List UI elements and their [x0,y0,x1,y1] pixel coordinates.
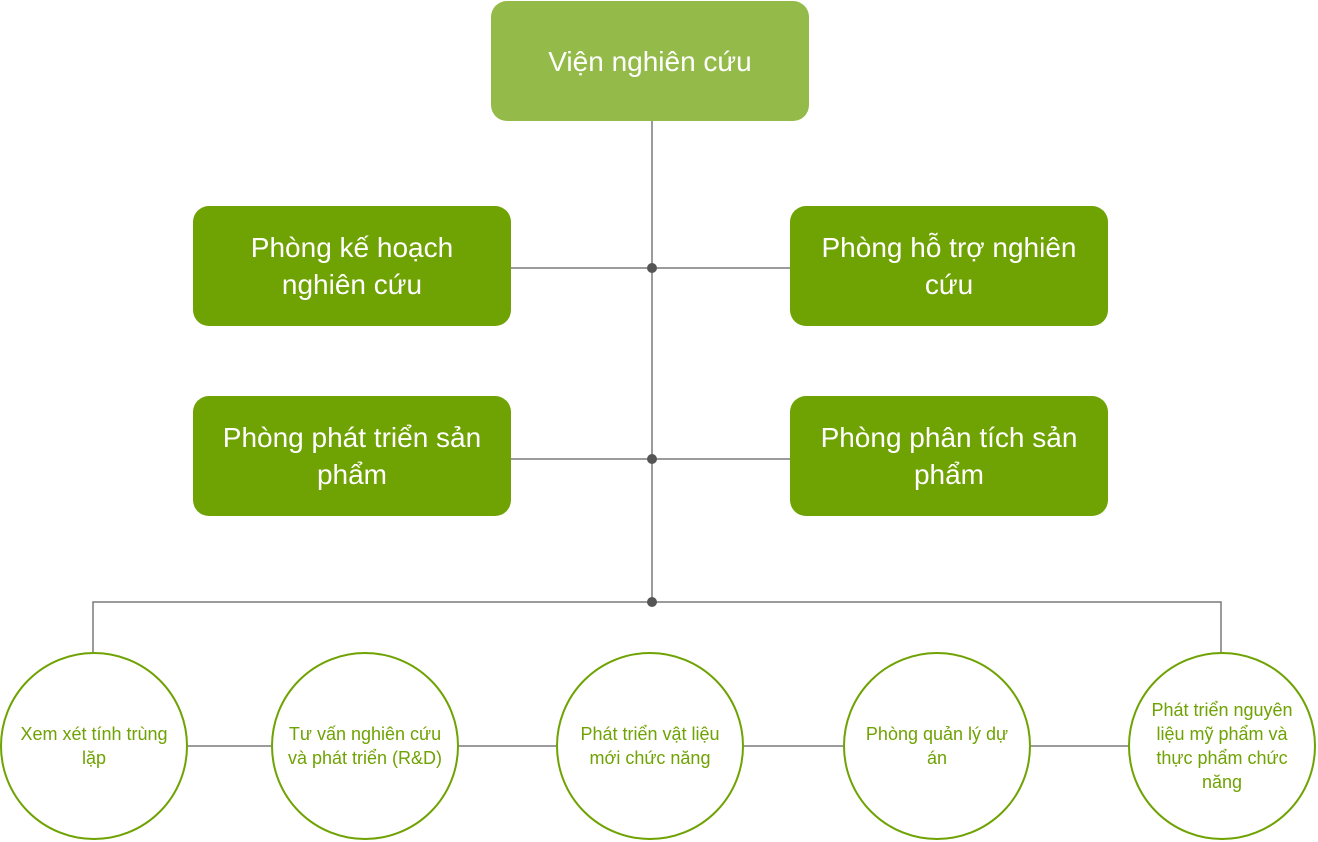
root-node-label: Viện nghiên cứu [548,45,752,77]
function-node-duplication-review: Xem xét tính trùng lặp [0,652,188,840]
root-node-research-institute: Viện nghiên cứu [491,1,809,121]
department-node-product-development: Phòng phát triển sản phẩm [193,396,511,516]
department-node-research-planning: Phòng kế hoạch nghiên cứu [193,206,511,326]
junction-dot-bottom [647,597,657,607]
function-node-label: Phòng quản lý dự án [865,724,1009,768]
department-node-research-support: Phòng hỗ trợ nghiên cứu [790,206,1108,326]
junction-dot-row-2 [647,454,657,464]
department-node-label: Phòng kế hoạch nghiên cứu [250,232,454,300]
department-node-label: Phòng phân tích sản phẩm [820,422,1078,490]
bottom-bracket-line [92,601,1222,654]
department-node-product-analysis: Phòng phân tích sản phẩm [790,396,1108,516]
junction-dot-row-1 [647,263,657,273]
function-node-label: Tư vấn nghiên cứu và phát triển (R&D) [287,724,443,768]
function-node-label: Xem xét tính trùng lặp [20,724,168,768]
department-node-label: Phòng phát triển sản phẩm [222,422,482,490]
function-node-project-management: Phòng quản lý dự án [843,652,1031,840]
department-node-label: Phòng hỗ trợ nghiên cứu [821,232,1077,300]
function-node-new-materials: Phát triển vật liệu mới chức năng [556,652,744,840]
function-node-label: Phát triển nguyên liệu mỹ phẩm và thực p… [1151,700,1293,792]
function-node-label: Phát triển vật liệu mới chức năng [580,724,720,768]
function-node-rd-consulting: Tư vấn nghiên cứu và phát triển (R&D) [271,652,459,840]
function-node-cosmetics-supplements: Phát triển nguyên liệu mỹ phẩm và thực p… [1128,652,1316,840]
